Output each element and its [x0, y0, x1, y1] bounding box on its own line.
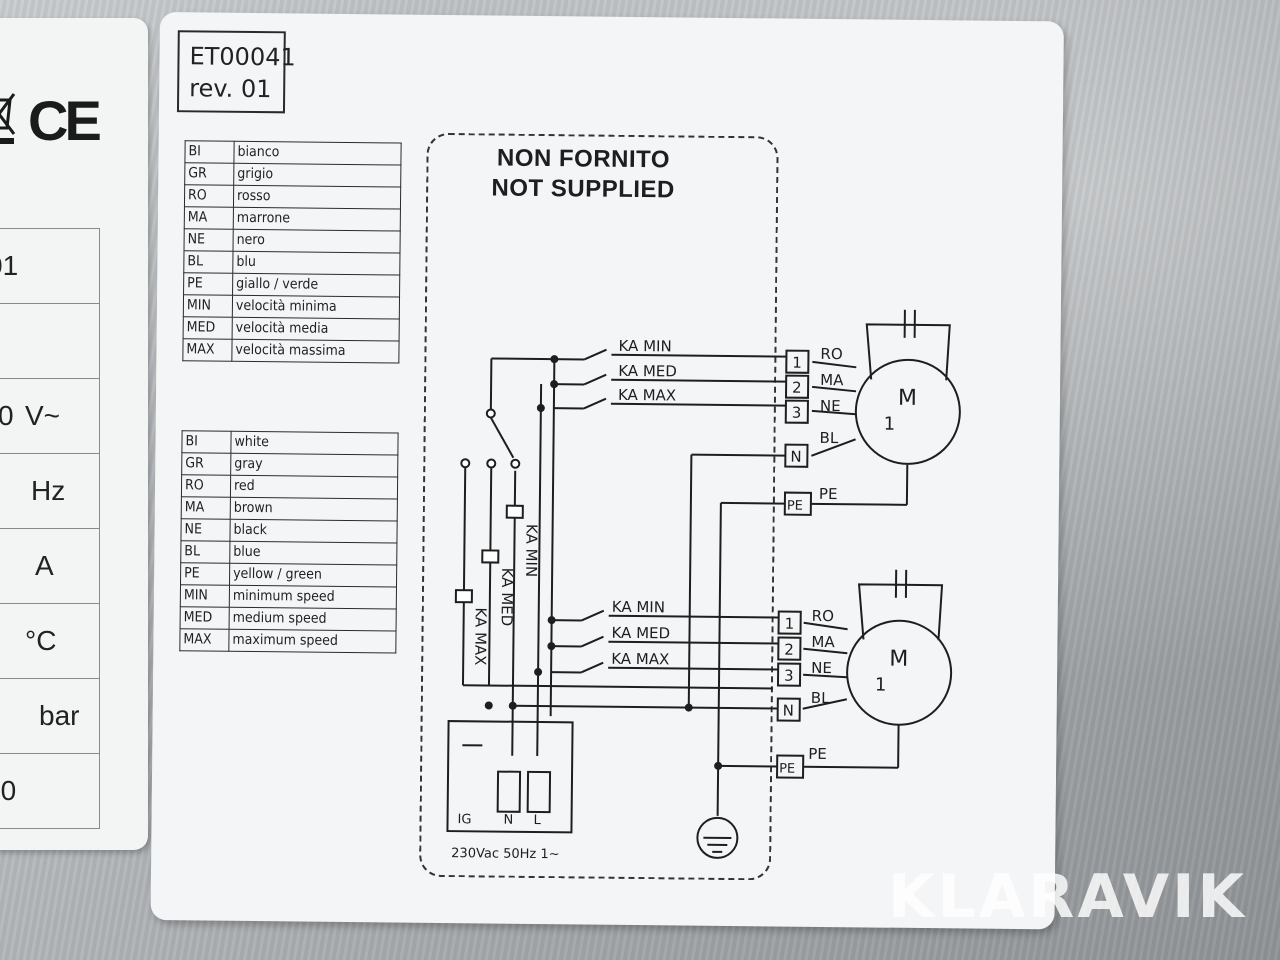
spec-value: °C	[0, 603, 100, 679]
terminal-label: 3	[792, 404, 802, 422]
weee-bin-icon	[0, 93, 16, 144]
terminal-label: 1	[792, 354, 802, 372]
relay-label: KA MIN	[522, 524, 541, 577]
switch-terminal: IG	[457, 812, 471, 827]
terminal-label: N	[783, 702, 794, 720]
motor-phase: 1	[875, 675, 887, 696]
relay-label: KA MAX	[471, 607, 490, 665]
terminal-label: 2	[792, 379, 802, 397]
contact-label: KA MIN	[618, 337, 671, 356]
terminal-label: 3	[784, 667, 794, 685]
terminal-label: 1	[785, 615, 795, 633]
watermark-text: KLARAVIK	[888, 862, 1247, 932]
spec-value	[0, 303, 100, 379]
switch-terminal: L	[533, 813, 541, 828]
wire-label: RO	[812, 607, 834, 625]
contact-label: KA MED	[618, 362, 677, 381]
wire-label: MA	[811, 633, 835, 651]
wire-label: BL	[811, 689, 830, 707]
switch-terminal: N	[503, 813, 513, 828]
contact-label: KA MIN	[612, 598, 665, 617]
wire-label: RO	[820, 345, 842, 363]
wiring-schematic: 1 2 3 N PE 1 2 3 N PE RO MA NE BL PE RO …	[446, 309, 961, 862]
terminal-label: 2	[784, 641, 794, 659]
terminal-label: N	[790, 448, 801, 466]
spec-table: 01 V~ Hz A °C bar 20	[0, 228, 100, 829]
spec-value: V~	[0, 378, 100, 454]
supply-rating: 230Vac 50Hz 1~	[451, 846, 560, 862]
spec-value: A	[0, 528, 100, 604]
ce-mark-icon: CE	[28, 89, 102, 152]
motor-letter: M	[898, 386, 917, 411]
terminal-label: PE	[787, 499, 803, 514]
wire-label: MA	[820, 371, 844, 389]
wire-label: BL	[819, 429, 838, 447]
contact-label: KA MAX	[611, 650, 669, 669]
terminal-label: PE	[779, 762, 795, 777]
spec-value: 01	[0, 228, 100, 304]
left-specification-label: CE 01 V~ Hz A °C bar 20 0	[0, 18, 148, 850]
wire-label: NE	[811, 659, 832, 677]
spec-value: Hz	[0, 453, 100, 529]
spec-value: bar	[0, 678, 100, 754]
wire-label: NE	[820, 397, 841, 415]
relay-label: KA MED	[498, 568, 517, 627]
edge-fragment: 0	[0, 400, 14, 431]
wire-label: PE	[808, 745, 827, 763]
spec-value: 20	[0, 753, 100, 829]
contact-label: KA MAX	[618, 386, 676, 405]
motor-phase: 1	[884, 414, 896, 435]
motor-letter: M	[889, 647, 908, 672]
wire-label: PE	[819, 485, 838, 503]
contact-label: KA MED	[611, 624, 670, 643]
